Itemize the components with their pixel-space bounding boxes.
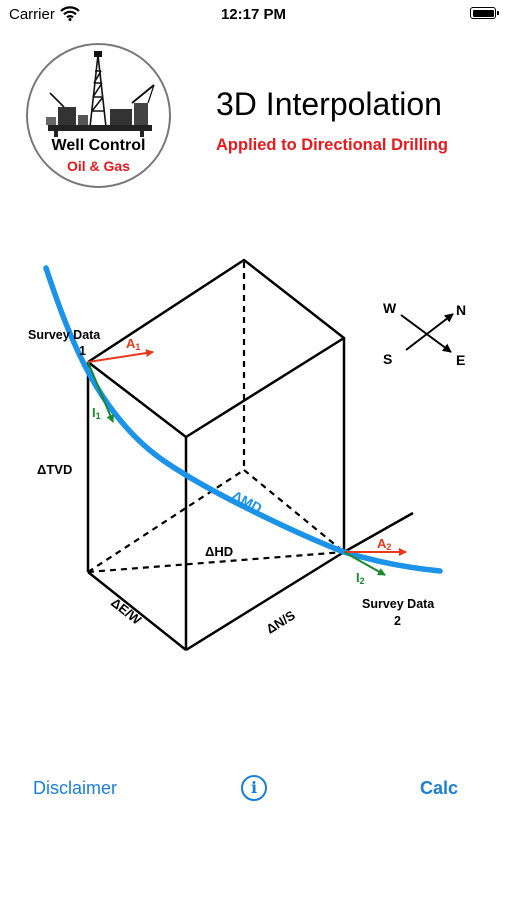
battery-icon: [470, 7, 496, 19]
disclaimer-button[interactable]: Disclaimer: [33, 778, 118, 798]
carrier-label: Carrier: [9, 6, 55, 23]
battery-cap: [497, 11, 499, 15]
i1-label: I1: [92, 405, 101, 421]
survey2-number: 2: [394, 614, 401, 628]
page-title: 3D Interpolation: [216, 86, 442, 122]
survey1-number: 1: [79, 344, 86, 358]
i2-arrow: [343, 551, 386, 576]
compass-e: E: [456, 352, 465, 368]
compass-s: S: [383, 351, 392, 367]
a1-label: A1: [126, 336, 140, 352]
a1-arrow: [87, 349, 154, 363]
dmd-label: ΔMD: [229, 487, 265, 516]
md-curve: [43, 265, 443, 574]
survey1-label: Survey Data: [28, 328, 101, 342]
a2-label: A2: [377, 536, 391, 552]
i2-label: I2: [356, 570, 365, 586]
interpolation-diagram: W N S E Survey Data 1 Survey Data 2 A1 I…: [28, 258, 466, 652]
dtvd-label: ΔTVD: [37, 462, 72, 477]
page-subtitle: Applied to Directional Drilling: [216, 136, 448, 154]
company-logo: Well Control Oil & Gas: [26, 43, 171, 188]
compass-icon: W N S E: [383, 300, 466, 368]
box-edges: [86, 258, 414, 652]
box-hidden-edges: [87, 262, 345, 574]
survey2-label: Survey Data: [362, 597, 435, 611]
i1-arrow: [87, 361, 114, 423]
oil-rig-icon: [46, 51, 155, 137]
dew-label: ΔE/W: [108, 595, 145, 628]
logo-subtitle: Oil & Gas: [66, 158, 131, 174]
wifi-icon: [60, 6, 80, 21]
calc-button[interactable]: Calc: [420, 778, 459, 798]
clock: 12:17 PM: [220, 6, 287, 23]
dhd-label: ΔHD: [205, 544, 233, 559]
status-bar: Carrier 12:17 PM: [0, 0, 507, 28]
compass-n: N: [456, 302, 466, 318]
dns-label: ΔN/S: [263, 607, 298, 636]
compass-w: W: [383, 300, 397, 316]
info-icon[interactable]: i: [241, 775, 267, 801]
logo-title: Well Control: [51, 137, 146, 154]
bottom-toolbar: Disclaimer i Calc: [0, 770, 507, 810]
